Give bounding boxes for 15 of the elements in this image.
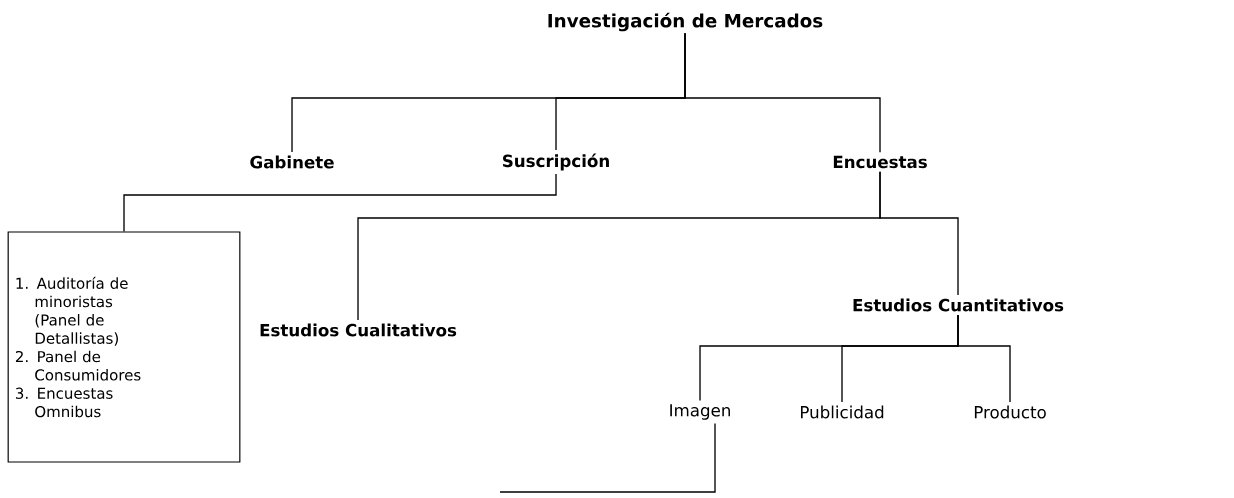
category-label: Publicidad <box>801 405 884 419</box>
category-label: Producto <box>974 405 1046 419</box>
category-label: Estudios Cualitativos <box>260 323 457 337</box>
category-label: Suscripción <box>503 153 609 171</box>
connector-line <box>957 314 1011 403</box>
diagram-heading: Investigación de Mercados <box>548 12 823 32</box>
connector-line <box>123 173 557 233</box>
connector-line <box>879 171 959 296</box>
category-label: Encuestas <box>833 155 927 169</box>
category-label: Estudios Cuantitativos <box>853 298 1064 312</box>
connector-line <box>684 32 881 153</box>
category-label: Imagen <box>670 404 730 420</box>
list-box: 1. Auditoría de minoristas (Panel de Detallistas) 2. Panel de Consumidores 3. Encuestas Omnibus <box>7 231 241 463</box>
category-label: Gabinete <box>250 155 334 169</box>
connector-line <box>499 422 716 493</box>
